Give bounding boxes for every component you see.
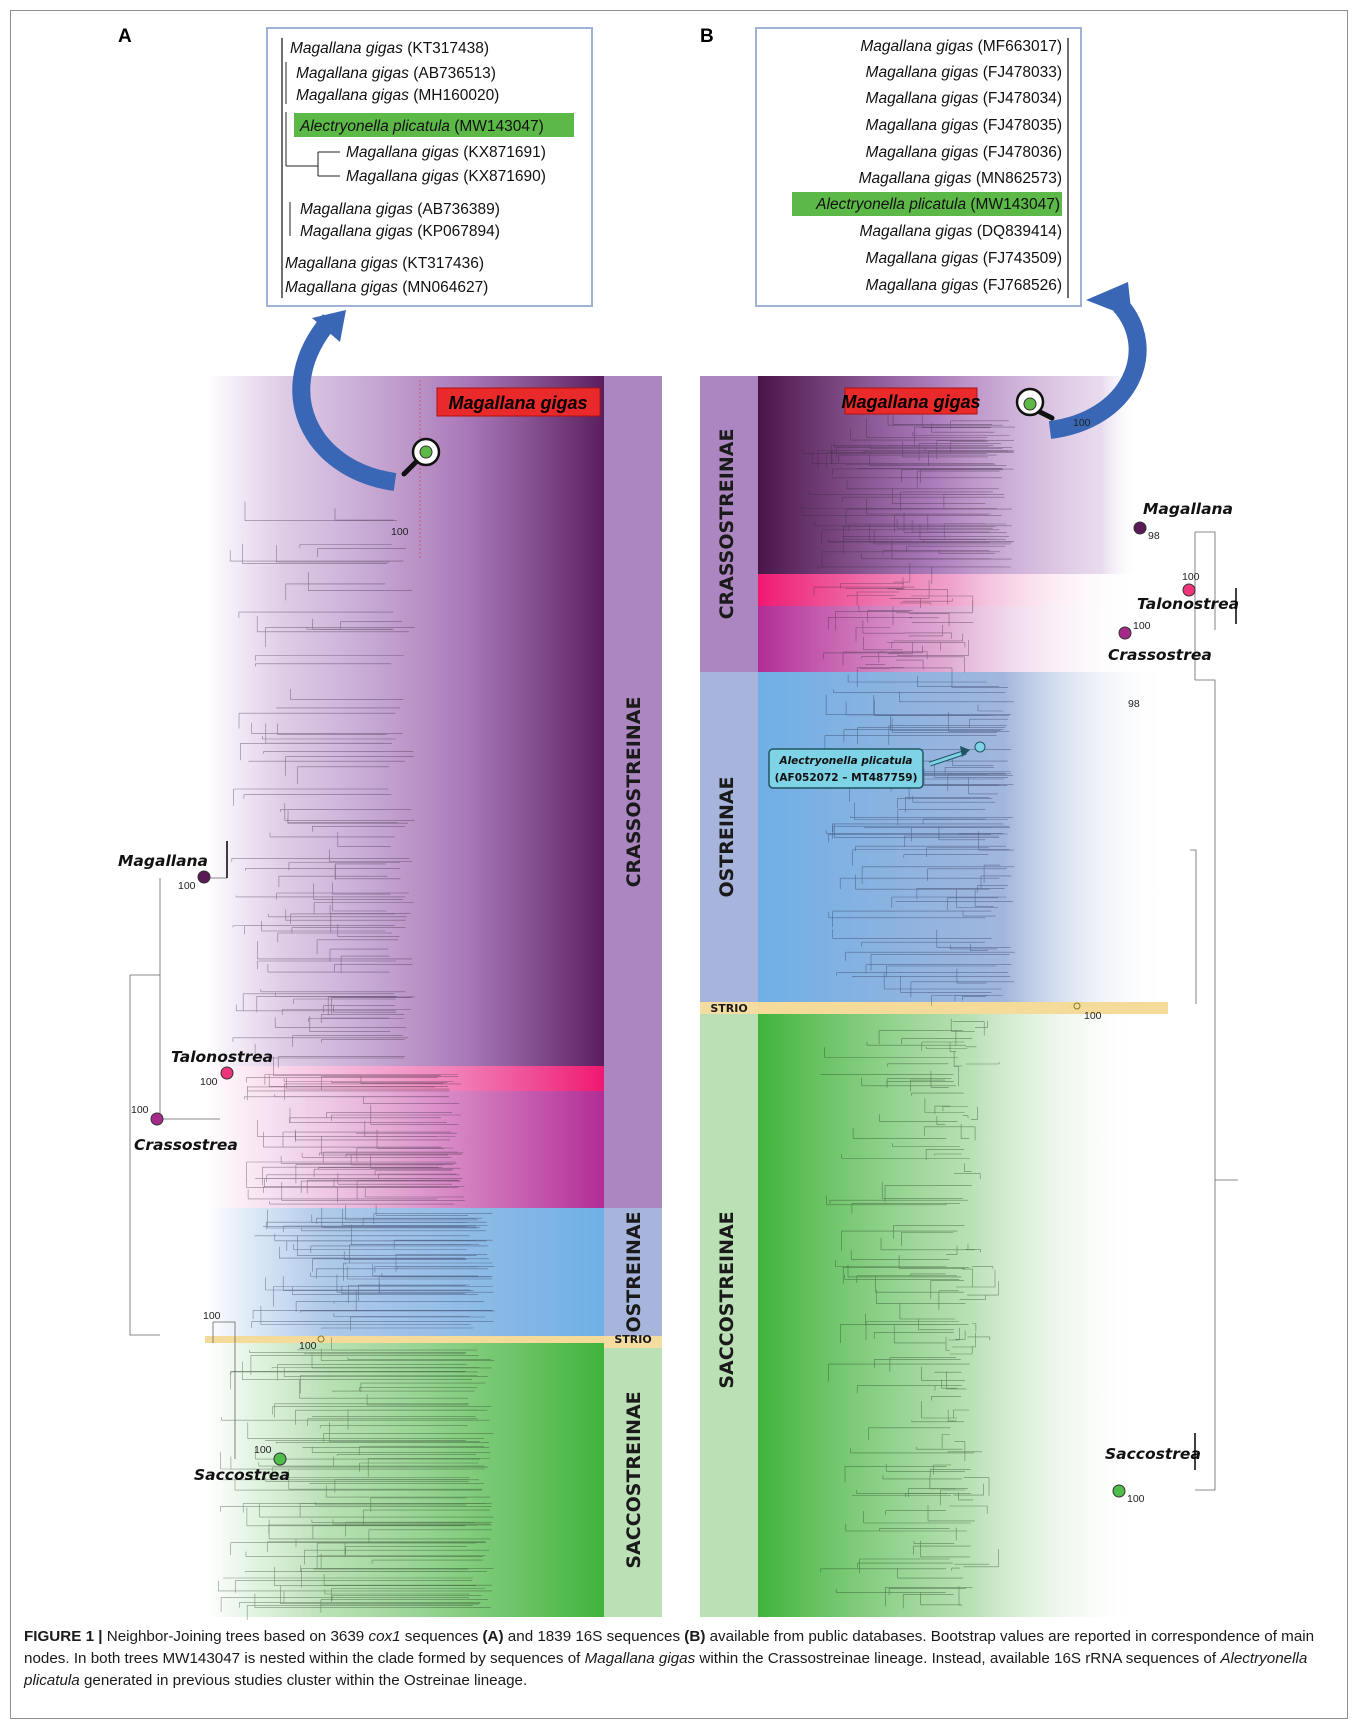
panelB-inset-row: Magallana gigas (DQ839414) [860,223,1063,240]
panel-a-red-tag: Magallana gigas [448,393,587,413]
panelB-inset-row: Alectryonella plicatula (MW143047) [815,196,1060,213]
panel-a-saccostreinae: SACCOSTREINAE [623,1391,645,1568]
alectryonella-callout: Alectryonella plicatula (AF052072 – MT48… [768,741,986,789]
svg-text:100: 100 [1127,1493,1145,1505]
panel-a-ostreinae: OSTREINAE [623,1211,645,1332]
panelB-inset-row: Magallana gigas (FJ743509) [866,250,1062,267]
svg-text:100: 100 [254,1444,272,1456]
figure-frame [10,10,1348,1719]
panel-b-red-tag: Magallana gigas [841,392,980,412]
svg-text:100: 100 [1182,571,1200,583]
svg-text:100: 100 [178,880,196,892]
svg-text:100: 100 [1073,417,1091,429]
panelA-inset-row: Magallana gigas (AB736389) [300,201,500,218]
figure-caption: FIGURE 1 | Neighbor-Joining trees based … [24,1628,1315,1689]
panel-b-crassostreinae: CRASSOSTREINAE [716,429,738,620]
panel-a-inset: Magallana gigas (KT317438) Magallana giga… [266,27,593,307]
panelA-inset-row: Magallana gigas (AB736513) [296,65,496,82]
panel-a-letter: A [118,26,132,47]
magnifier-icon [401,437,441,477]
figure-canvas: A Magallana gigas (KT317438)Magallana gi… [118,26,1239,1620]
svg-text:100: 100 [203,1310,221,1322]
panel-b-strio: STRIO [710,1002,747,1015]
panelB-inset-row: Magallana gigas (FJ478036) [866,144,1062,161]
panel-b-bands [700,376,1168,1617]
panel-b-inset: Magallana gigas (MF663017) Magallana giga… [755,27,1082,307]
clade-label-crassostrea-b: Crassostrea [1108,646,1212,664]
panelA-inset-row: Magallana gigas (KT317438) [290,40,489,57]
curved-arrow-b [1048,299,1147,439]
curved-arrow-a [292,314,397,491]
svg-text:98: 98 [1148,530,1160,542]
clade-label-saccostrea-b: Saccostrea [1105,1445,1201,1463]
panel-a-tree [129,380,495,1620]
caption-label: FIGURE 1 | [24,1628,103,1645]
panelB-inset-row: Magallana gigas (MN862573) [859,170,1062,187]
panelB-inset-row: Magallana gigas (FJ478034) [866,90,1062,107]
clade-label-magallana-b: Magallana [1143,500,1233,518]
alectryonella-accessions: (AF052072 – MT487759) [775,772,918,784]
panel-b-labels: Magallana gigas CRASSOSTREINAE OSTREINAE… [710,282,1239,1505]
svg-text:98: 98 [1128,698,1140,710]
panel-b-tree [800,412,1238,1609]
alectryonella-species: Alectryonella plicatula [778,755,912,767]
clade-label-magallana-a: Magallana [118,852,208,870]
panelA-inset-row: Magallana gigas (KX871690) [346,168,546,185]
svg-text:100: 100 [391,526,409,538]
svg-text:100: 100 [1133,620,1151,632]
panel-a-crassostreinae: CRASSOSTREINAE [623,697,645,888]
panel-a-strio: STRIO [614,1333,651,1346]
clade-label-saccostrea-a: Saccostrea [194,1466,290,1484]
panelA-inset-row: Magallana gigas (KX871691) [346,144,546,161]
svg-text:100: 100 [200,1076,218,1088]
svg-text:100: 100 [1084,1010,1102,1022]
panelB-inset-row: Magallana gigas (MF663017) [860,38,1062,55]
panel-b-letter: B [700,26,714,47]
panelA-inset-row: Magallana gigas (KT317436) [285,255,484,272]
panelB-inset-row: Magallana gigas (FJ768526) [866,277,1062,294]
panelA-inset-row: Alectryonella plicatula (MW143047) [299,118,544,135]
panelA-inset-row: Magallana gigas (MH160020) [296,87,499,104]
clade-label-talonostrea-a: Talonostrea [171,1048,273,1066]
magnifier-icon [1015,387,1055,421]
svg-text:100: 100 [131,1104,149,1116]
panelB-inset-row: Magallana gigas (FJ478035) [866,117,1062,134]
clade-label-crassostrea-a: Crassostrea [134,1136,238,1154]
panelA-inset-row: Magallana gigas (KP067894) [300,223,500,240]
panel-a-labels: Magallana gigas CRASSOSTREINAE OSTREINAE… [118,310,652,1569]
panel-b-ostreinae: OSTREINAE [716,776,738,897]
clade-label-talonostrea-b: Talonostrea [1137,595,1239,613]
panelA-inset-row: Magallana gigas (MN064627) [285,279,488,296]
panel-b-saccostreinae: SACCOSTREINAE [716,1211,738,1388]
panelB-inset-row: Magallana gigas (FJ478033) [866,64,1062,81]
svg-text:100: 100 [299,1340,317,1352]
